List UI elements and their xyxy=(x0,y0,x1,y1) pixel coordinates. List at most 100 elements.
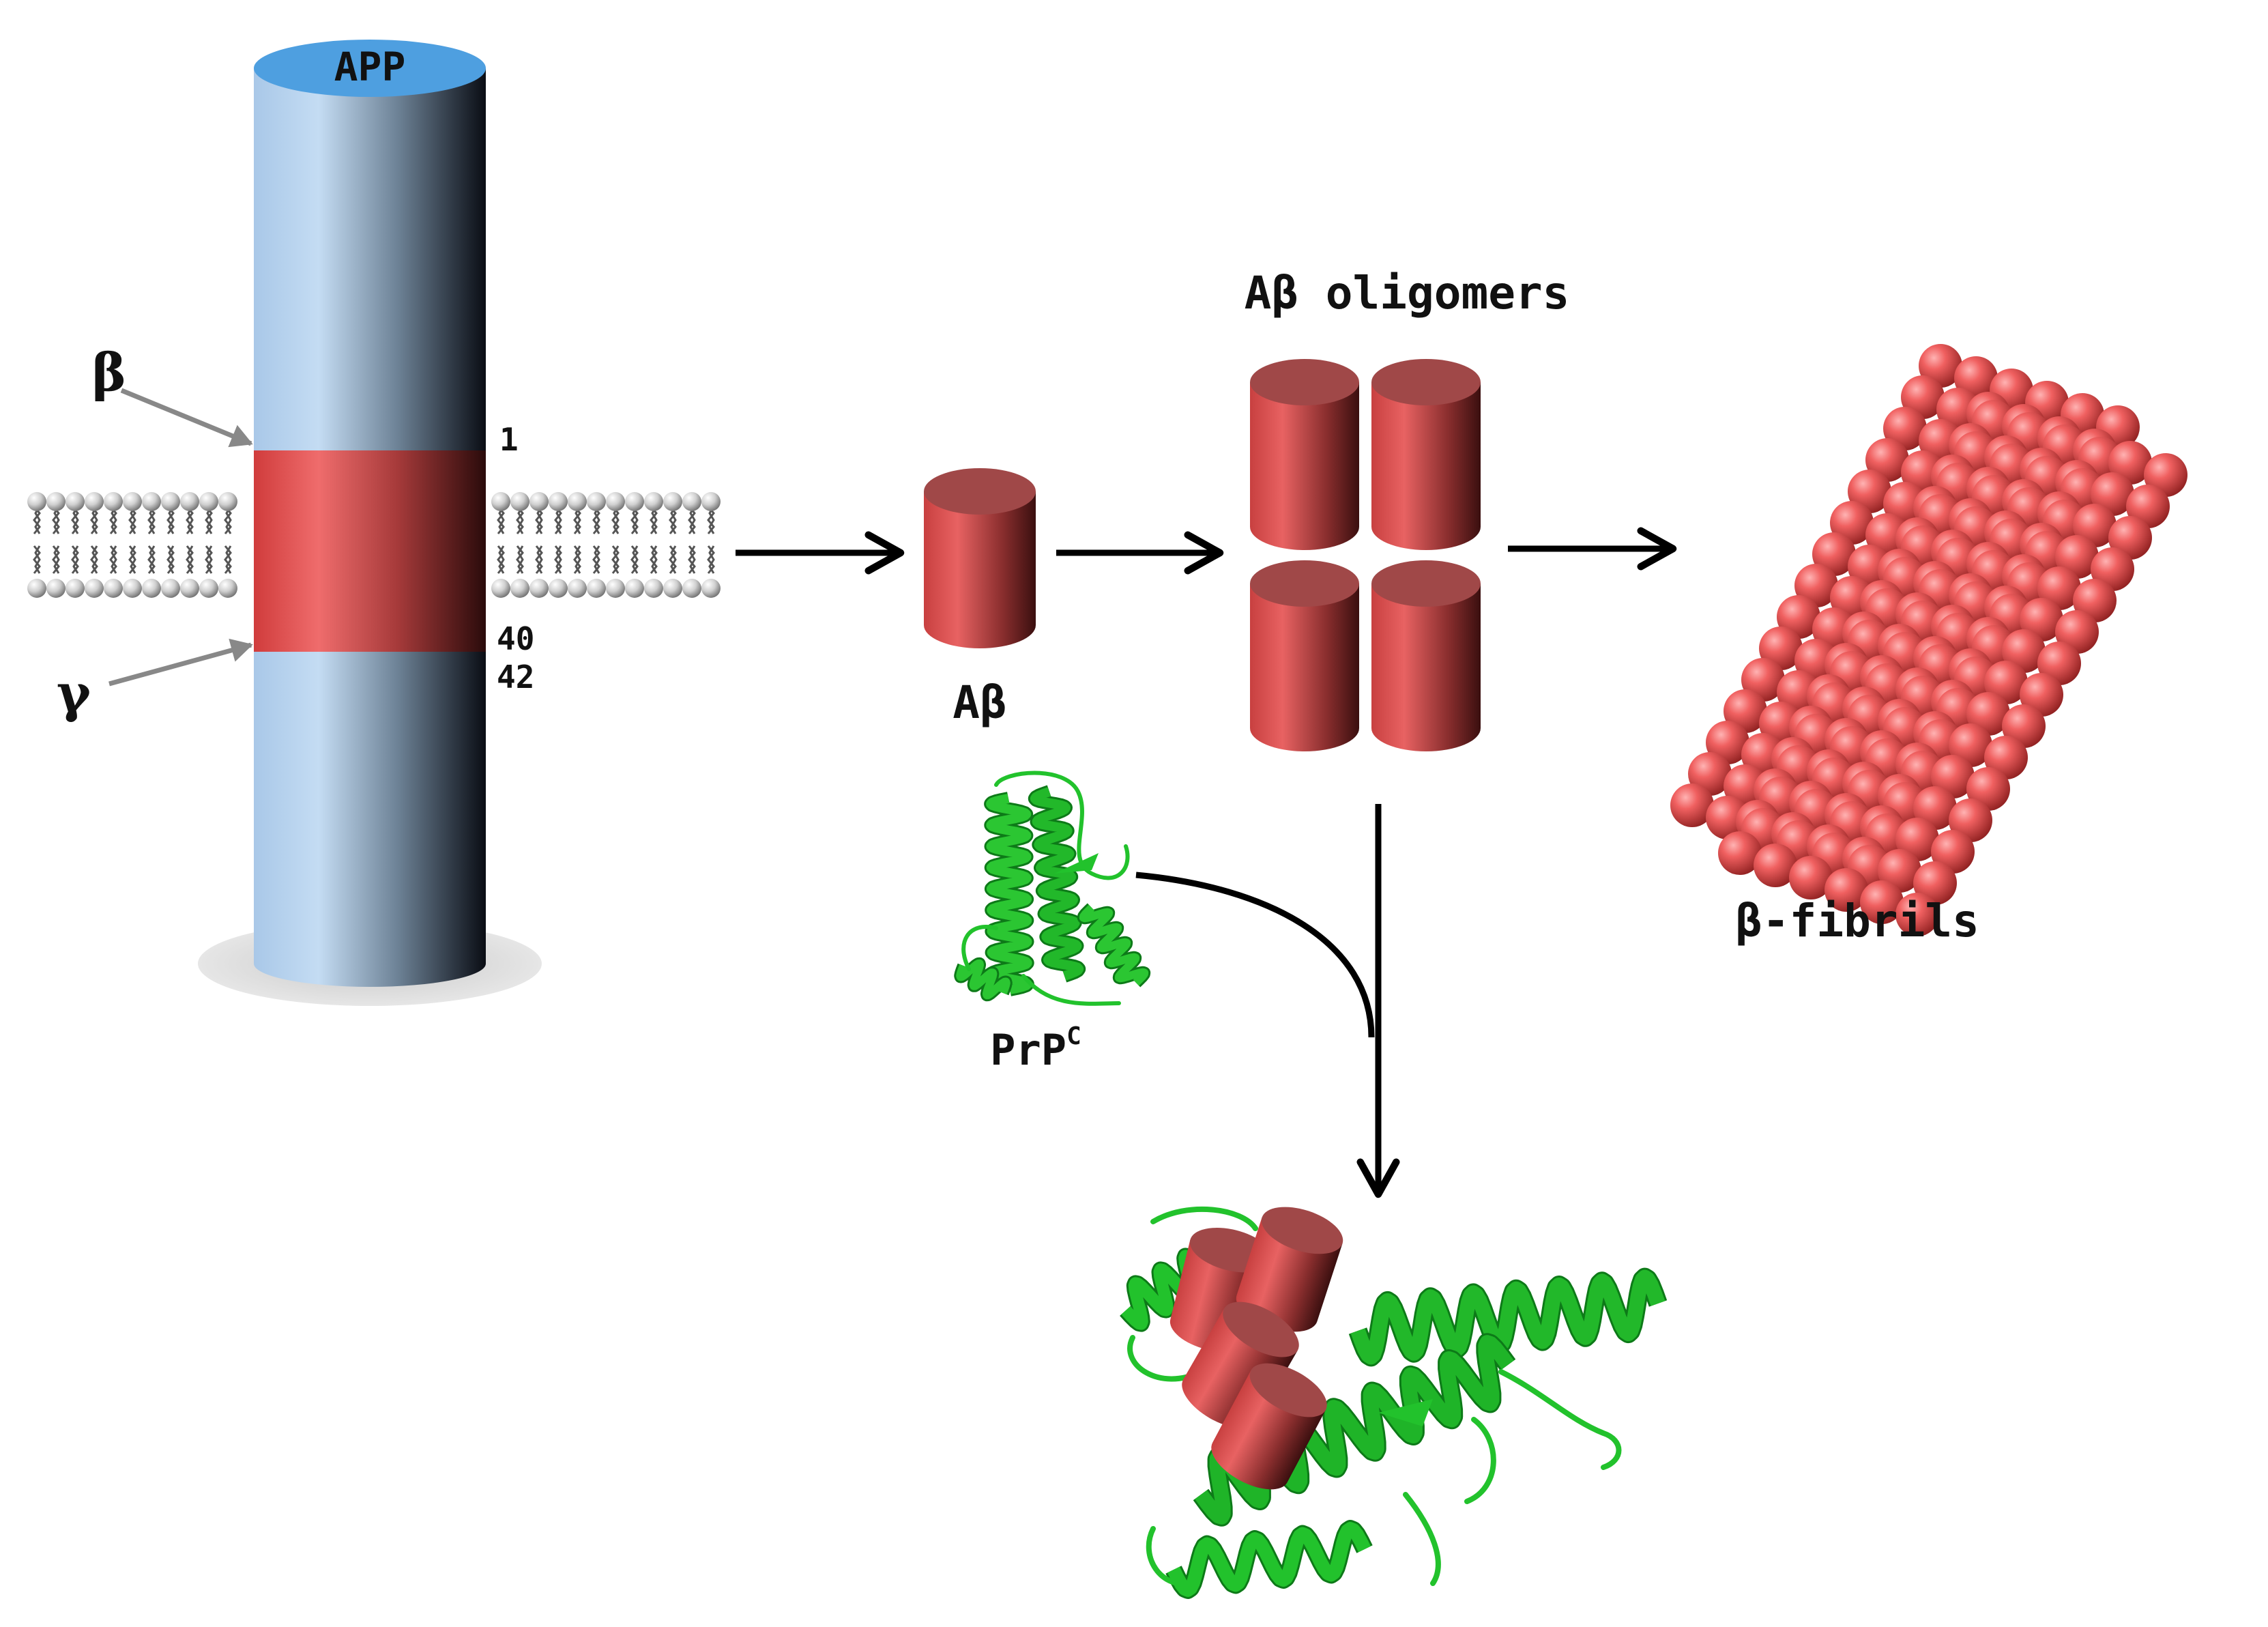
cylinder-side xyxy=(924,491,1036,648)
complex-sheet-arrow xyxy=(1378,1399,1433,1426)
lipid-head-lower xyxy=(644,579,663,598)
lipid-head-lower xyxy=(587,579,606,598)
lipid-head-lower xyxy=(663,579,682,598)
lipid-head-lower xyxy=(142,579,161,598)
complex-cylinder xyxy=(1236,1207,1343,1332)
cylinder-top xyxy=(1250,560,1359,607)
complex-coil-2 xyxy=(1146,1369,1622,1587)
lipid-tail-lower xyxy=(52,545,60,574)
lipid-head-upper xyxy=(568,492,587,511)
prp-coil-1 xyxy=(994,771,1130,880)
prp-helix-2 xyxy=(1030,787,1084,981)
fibril-sphere xyxy=(1670,783,1714,827)
lipid-tail-lower xyxy=(147,545,156,574)
residue-42-label: 42 xyxy=(497,659,534,695)
fibril-sphere xyxy=(1754,844,1797,887)
lipid-head-lower xyxy=(199,579,218,598)
lipid-head-upper xyxy=(104,492,123,511)
fibril-sphere xyxy=(1860,880,1904,924)
lipid-tail-lower xyxy=(650,545,658,574)
app-bottom-cap xyxy=(254,940,486,987)
lipid-head-lower xyxy=(27,579,46,598)
lipid-head-upper xyxy=(46,492,66,511)
lipid-tail-lower xyxy=(224,545,232,574)
complex-abeta-4 xyxy=(1211,1363,1327,1490)
lipid-tail-lower xyxy=(554,545,562,574)
lipid-tail-lower xyxy=(166,545,175,574)
cylinder-side xyxy=(1250,584,1359,751)
app-cylinder: APP xyxy=(198,40,542,1006)
prp-label-superscript: C xyxy=(1066,1022,1081,1050)
lipid-head-lower xyxy=(606,579,625,598)
lipid-head-lower xyxy=(701,579,721,598)
prp-label-main: PrP xyxy=(990,1025,1066,1075)
lipid-tail-lower xyxy=(611,545,620,574)
abeta-oligomers xyxy=(1250,359,1481,751)
cylinder-top xyxy=(924,468,1036,515)
fibril-sphere xyxy=(1895,893,1939,936)
residue-40-label: 40 xyxy=(497,620,534,657)
fibril-sphere xyxy=(1789,856,1833,899)
lipid-head-upper xyxy=(161,492,180,511)
lipid-tail-lower xyxy=(497,545,505,574)
lipid-head-lower xyxy=(180,579,199,598)
prp-abeta-complex xyxy=(1120,1206,1668,1599)
app-abeta-segment xyxy=(254,450,486,652)
lipid-head-upper xyxy=(625,492,644,511)
lipid-tail-lower xyxy=(128,545,136,574)
lipid-head-lower xyxy=(123,579,142,598)
fibril-sphere xyxy=(1718,831,1762,875)
lipid-head-lower xyxy=(161,579,180,598)
lipid-head-lower xyxy=(549,579,568,598)
lipid-head-upper xyxy=(587,492,606,511)
lipid-tail-lower xyxy=(71,545,79,574)
fibrils-label: β-fibrils xyxy=(1735,895,1979,947)
gamma-cleavage-arrow xyxy=(108,638,253,687)
lipid-head-lower xyxy=(682,579,701,598)
lipid-head-lower xyxy=(510,579,529,598)
lipid-tail-lower xyxy=(669,545,677,574)
lipid-head-upper xyxy=(606,492,625,511)
prp-sheet-arrow xyxy=(1054,853,1099,874)
cylinder-side xyxy=(1371,584,1481,751)
prp-helix-1 xyxy=(986,794,1032,994)
lipid-tail-lower xyxy=(205,545,213,574)
lipid-head-lower xyxy=(85,579,104,598)
oligomer-cylinder xyxy=(1250,560,1359,751)
cylinder-top xyxy=(1261,1207,1343,1254)
lipid-head-upper xyxy=(529,492,549,511)
beta-secretase-label: β xyxy=(92,342,126,403)
lipid-head-upper xyxy=(199,492,218,511)
prp-helix-3 xyxy=(1079,904,1149,986)
lipid-head-lower xyxy=(529,579,549,598)
lipid-head-upper xyxy=(85,492,104,511)
cylinder-top xyxy=(1223,1301,1299,1357)
lipid-tail-lower xyxy=(516,545,524,574)
complex-helix-bottom xyxy=(1167,1522,1371,1597)
protein-ribbon-icon xyxy=(954,771,1151,1006)
lipid-tail-lower xyxy=(186,545,194,574)
lipid-head-lower xyxy=(568,579,587,598)
abeta-monomer xyxy=(924,468,1036,648)
cylinder-top xyxy=(1371,359,1481,405)
oligomer-cylinder xyxy=(1371,560,1481,751)
cylinder-side xyxy=(1371,382,1481,550)
lipid-tail-lower xyxy=(707,545,715,574)
lipid-tail-lower xyxy=(109,545,117,574)
app-top-cap xyxy=(254,40,486,97)
lipid-head-upper xyxy=(682,492,701,511)
app-label: APP xyxy=(334,44,406,90)
prp-coil-2 xyxy=(961,925,1121,1006)
lipid-head-lower xyxy=(104,579,123,598)
fibril-sphere xyxy=(1824,868,1868,912)
complex-abeta-2 xyxy=(1236,1207,1343,1332)
residue-1-label: 1 xyxy=(499,421,519,458)
lipid-head-upper xyxy=(644,492,663,511)
lipid-tail-lower xyxy=(535,545,543,574)
lipid-head-lower xyxy=(66,579,85,598)
oligomer-cylinder xyxy=(1371,359,1481,550)
lipid-head-lower xyxy=(218,579,237,598)
lipid-head-upper xyxy=(27,492,46,511)
lipid-head-upper xyxy=(218,492,237,511)
